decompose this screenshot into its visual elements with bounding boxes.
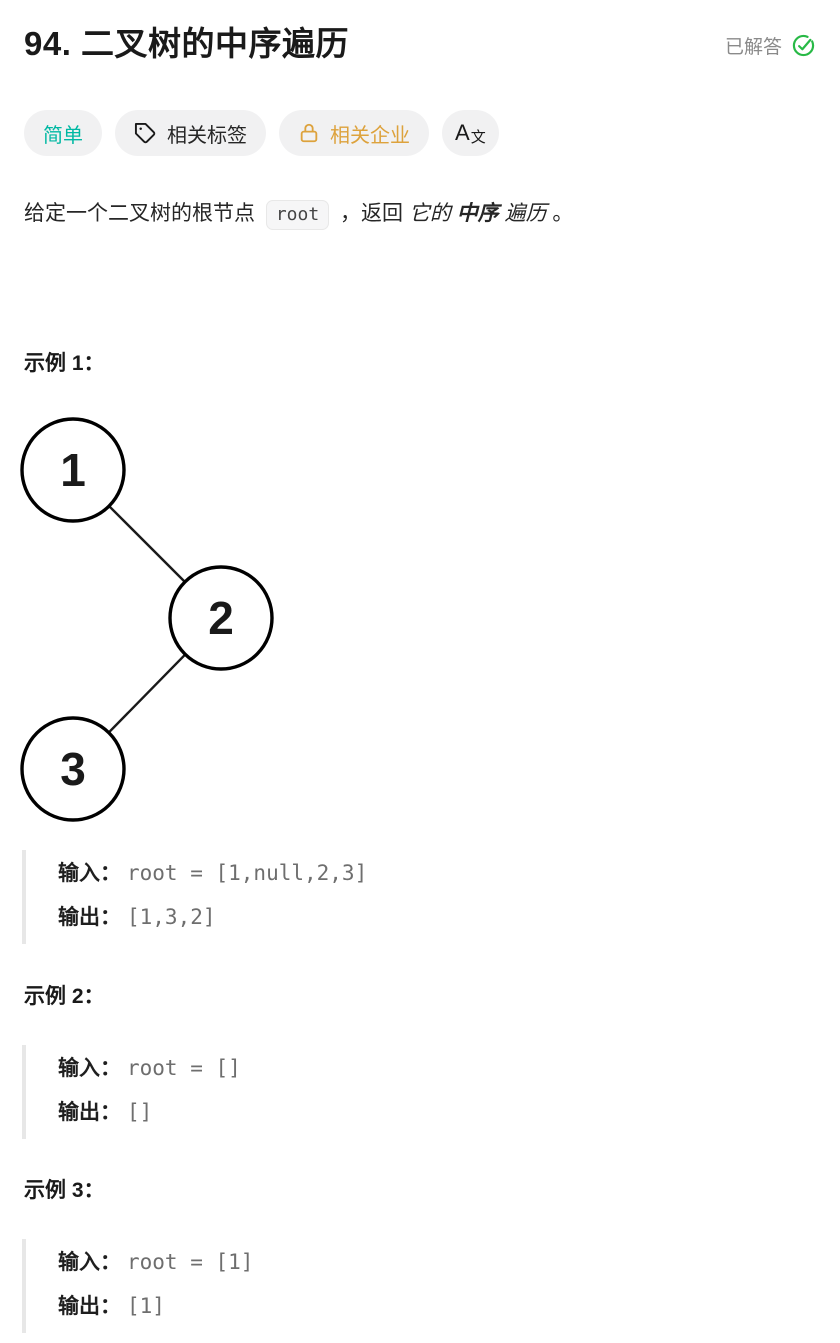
tree-nodes: 1 2 3 [20,417,274,822]
tree-node-circle [20,417,126,523]
header: 94. 二叉树的中序遍历 已解答 [24,25,816,63]
related-companies-label: 相关企业 [330,124,410,147]
tree-node-label: 1 [60,444,86,496]
output-value: [1] [127,1294,165,1318]
input-label: 输入： [58,864,121,887]
description-suffix: 。 [552,202,574,225]
description-middle: ，返回 [340,202,409,225]
description-italic-2: 遍历 [504,202,547,225]
tree-node-circle [168,565,274,671]
example-2-block: 输入： root = [] 输出： [] [22,1045,816,1139]
input-label: 输入： [58,1059,121,1082]
example-1-heading: 示例 1： [24,352,105,375]
related-tags-label: 相关标签 [167,124,247,147]
input-value: root = [1,null,2,3] [127,861,368,885]
output-label: 输出： [58,1297,121,1320]
page-title: 94. 二叉树的中序遍历 [24,25,350,62]
input-value: root = [1] [127,1250,254,1274]
related-tags-button[interactable]: 相关标签 [115,110,266,156]
output-label: 输出： [58,1103,121,1126]
tree-node-label: 2 [208,592,234,644]
example-2-heading: 示例 2： [24,985,105,1008]
description-bold-italic: 中序 [456,202,499,225]
example-1-block: 输入： root = [1,null,2,3] 输出： [1,3,2] [22,850,816,944]
example-3-heading: 示例 3： [24,1179,105,1202]
input-label: 输入： [58,1253,121,1276]
solved-label: 已解答 [724,37,782,58]
tag-icon [134,122,156,143]
lock-icon [300,123,318,143]
translate-icon: A文 [455,120,486,146]
problem-description: 给定一个二叉树的根节点 root ，返回 它的 中序 遍历 。 [24,196,816,233]
difficulty-label: 简单 [43,124,83,147]
tree-node-label: 3 [60,743,86,795]
description-italic-1: 它的 [408,202,457,225]
output-label: 输出： [58,908,121,931]
inline-code-root: root [265,200,330,230]
solved-status-badge: 已解答 [725,32,816,59]
tree-diagram: 1 2 3 [16,410,816,824]
translate-toggle-button[interactable]: A文 [442,110,499,156]
output-value: [] [127,1100,153,1124]
input-value: root = [] [127,1056,241,1080]
example-3-block: 输入： root = [1] 输出： [1] [22,1239,816,1333]
output-value: [1,3,2] [127,905,216,929]
tree-node-circle [20,716,126,822]
check-circle-icon [792,34,815,57]
description-prefix: 给定一个二叉树的根节点 [24,202,255,225]
difficulty-badge[interactable]: 简单 [24,110,102,156]
related-companies-button[interactable]: 相关企业 [279,110,429,156]
tags-row: 简单 相关标签 相关企业 A文 [24,110,816,156]
